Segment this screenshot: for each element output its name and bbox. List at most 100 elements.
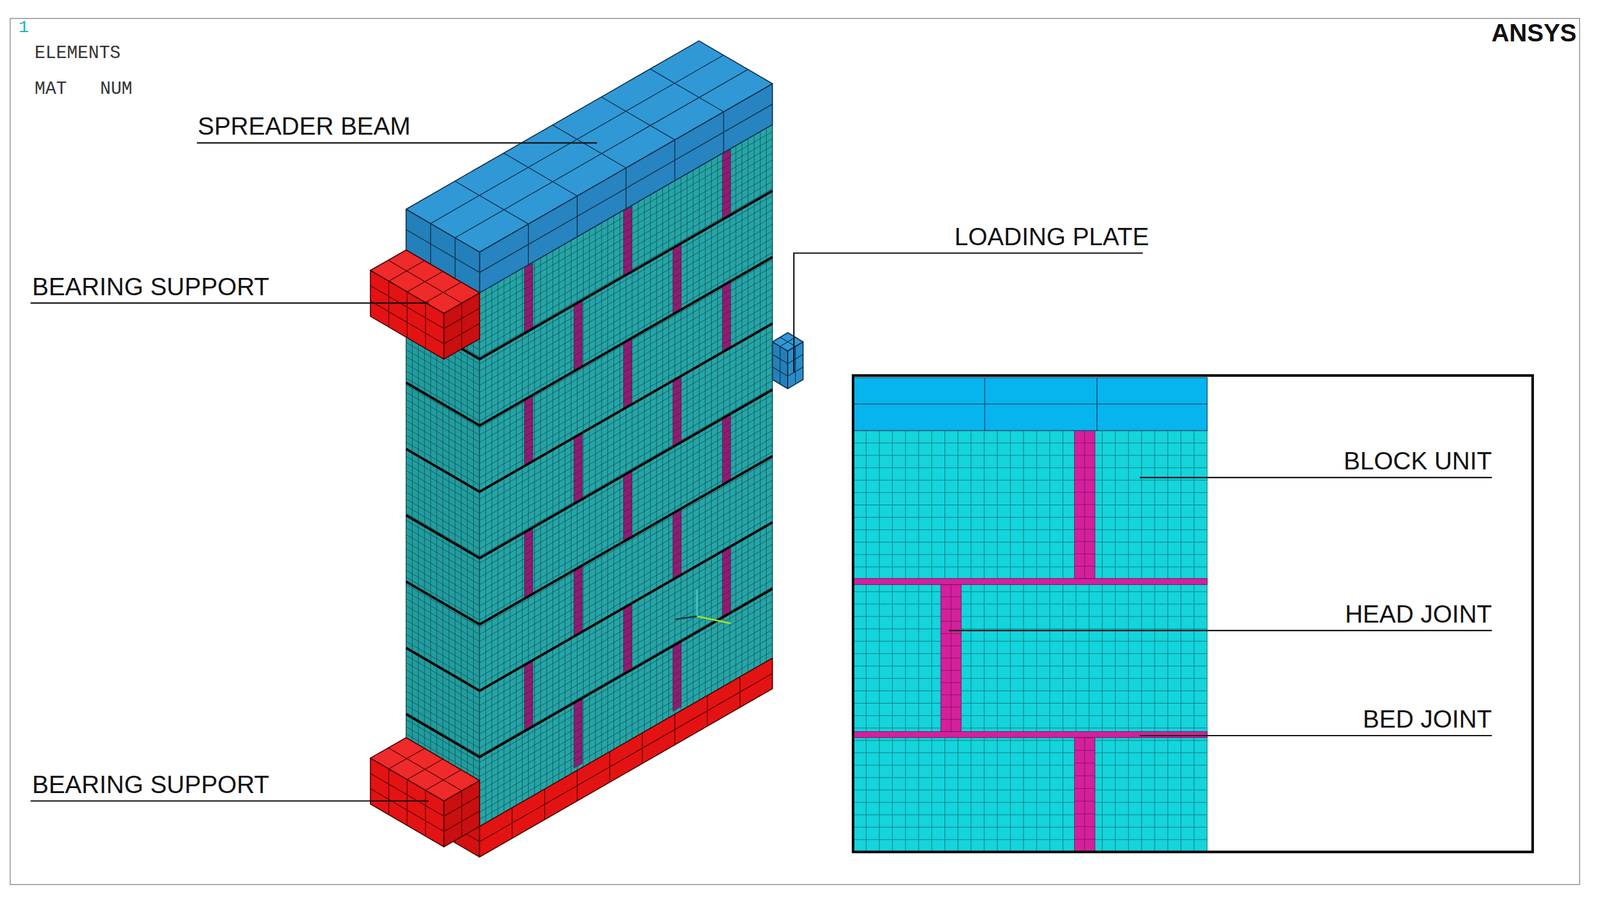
head-joint — [623, 604, 632, 674]
inset-bed-joint-edge — [853, 731, 1208, 738]
inset-block-unit-edge — [853, 430, 1208, 852]
leader-lines — [30, 142, 1492, 801]
head-joint-mesh — [524, 668, 533, 724]
head-joint — [573, 699, 582, 769]
head-joint — [524, 263, 533, 333]
head-joint-edge — [524, 528, 533, 598]
leader-line — [1139, 735, 1492, 737]
inset-ground — [853, 375, 1533, 852]
inset-bed-joint — [853, 578, 1208, 586]
inset-border — [853, 375, 1533, 852]
leader-line — [793, 253, 1143, 373]
loading-plate-side-mesh — [772, 346, 788, 385]
bed-joint — [405, 190, 773, 758]
head-joint-mesh — [524, 535, 533, 591]
head-joint — [573, 301, 582, 371]
head-joint-edge — [672, 244, 681, 314]
inset-head-joint — [1074, 430, 1095, 579]
bearing-support-top-mesh — [388, 260, 463, 303]
inset-spreader-mesh — [853, 377, 1208, 431]
loading-plate-top-edge — [772, 332, 804, 352]
bearing-support-top — [370, 250, 480, 314]
head-joint-edge — [722, 547, 731, 617]
inset-head-joint-edge — [1074, 430, 1095, 579]
inset-head-joint-edge — [940, 585, 962, 733]
spreader-top — [405, 40, 773, 253]
inset-head-joint — [940, 585, 962, 733]
head-joint-edge — [722, 415, 731, 485]
head-joint-mesh — [573, 706, 582, 762]
head-joint-edge — [573, 699, 582, 769]
part-label: BEARING SUPPORT — [32, 770, 270, 799]
head-joint-mesh — [524, 403, 533, 459]
inset-head-joint-edge — [1074, 737, 1095, 852]
head-joint-edge — [623, 339, 632, 409]
loading-plate-front-mesh — [787, 346, 804, 385]
inset-head-joint-mesh — [1074, 737, 1095, 852]
inset-bed-joint — [853, 731, 1208, 738]
head-joint-mesh — [722, 289, 731, 345]
head-joint-mesh — [722, 421, 731, 477]
bearing-support-top-edge — [370, 250, 480, 314]
head-joint-edge — [573, 433, 582, 503]
head-joint-mesh — [672, 517, 681, 573]
bearing-support-top — [370, 737, 480, 801]
inset-head-joint-mesh — [940, 585, 962, 733]
head-joint-edge — [672, 509, 681, 579]
inset-spreader — [853, 377, 1208, 431]
leader-line — [197, 142, 598, 144]
leader-line — [30, 800, 429, 802]
part-label: SPREADER BEAM — [197, 111, 411, 141]
axis-y — [696, 589, 699, 617]
head-joint — [722, 149, 731, 219]
head-joint-edge — [573, 566, 582, 636]
head-joint-mesh — [573, 441, 582, 497]
loading-plate-top-mesh — [780, 337, 796, 347]
head-joint-mesh — [524, 270, 533, 326]
part-label: LOADING PLATE — [954, 222, 1150, 251]
axis-x — [696, 616, 731, 624]
bearing-support-top-edge — [370, 737, 480, 801]
head-joint-mesh — [623, 611, 632, 667]
part-label: BLOCK UNIT — [1343, 446, 1492, 476]
head-joint-mesh — [623, 213, 632, 269]
inset-detail — [853, 375, 1533, 852]
plot-caption: NUM — [100, 79, 133, 101]
head-joint — [524, 395, 533, 466]
head-joint-edge — [623, 604, 632, 674]
software-logo: ANSYS — [1491, 18, 1577, 47]
head-joint — [524, 661, 533, 731]
head-joint-mesh — [573, 308, 582, 364]
head-joint-edge — [672, 642, 681, 712]
bearing-strip-mesh — [479, 673, 773, 843]
spreader-top-edge — [405, 40, 773, 253]
inset-head-joint-mesh — [1074, 430, 1095, 579]
head-joint — [573, 433, 582, 503]
head-joint-edge — [722, 149, 731, 219]
head-joint — [573, 566, 582, 636]
head-joint — [623, 339, 632, 409]
bearing-strip-edge — [479, 657, 773, 857]
head-joint — [623, 206, 632, 276]
spreader-top-mesh — [430, 54, 749, 238]
head-joint-mesh — [722, 554, 731, 610]
head-joint — [722, 415, 731, 485]
head-joint — [722, 282, 731, 352]
inset-bed-joint-edge — [853, 578, 1208, 586]
wall-model — [370, 40, 804, 857]
axis-z — [675, 616, 697, 620]
leader-line — [30, 302, 429, 304]
head-joint — [672, 376, 681, 447]
inset-block-unit — [853, 430, 1208, 852]
head-joint-mesh — [672, 251, 681, 307]
head-joint-mesh — [722, 156, 731, 212]
head-joint-mesh — [623, 478, 632, 534]
head-joint-edge — [623, 471, 632, 542]
loading-plate-top — [772, 332, 804, 352]
inset-block-unit-mesh — [853, 430, 1208, 852]
head-joint-edge — [672, 376, 681, 447]
plot-caption: ELEMENTS — [34, 43, 121, 65]
bearing-support-top-mesh — [388, 748, 463, 791]
head-joint-mesh — [623, 346, 632, 402]
